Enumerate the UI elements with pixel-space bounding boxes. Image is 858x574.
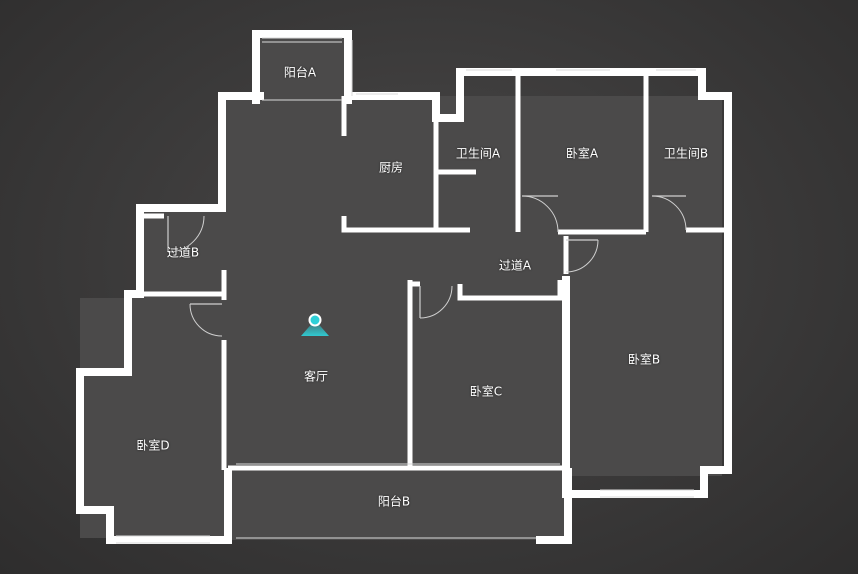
room-label-bathroom-a: 卫生间A (455, 146, 501, 161)
room-label-balcony-b: 阳台B (377, 494, 411, 509)
room-label-bedroom-d: 卧室D (136, 438, 170, 453)
room-label-hallway-b: 过道B (166, 245, 200, 260)
windows (116, 37, 696, 544)
room-label-hallway-a: 过道A (498, 258, 532, 273)
room-label-living-room: 客厅 (303, 369, 329, 384)
interior-walls (144, 72, 728, 498)
outer-walls (76, 30, 732, 544)
room-label-balcony-a: 阳台A (283, 65, 317, 80)
floor-fill (80, 34, 722, 540)
room-label-bedroom-b: 卧室B (627, 352, 661, 367)
room-label-bedroom-c: 卧室C (469, 384, 503, 399)
room-label-kitchen: 厨房 (378, 160, 404, 175)
room-label-bedroom-a: 卧室A (565, 146, 599, 161)
camera-position-icon[interactable] (300, 312, 330, 342)
doors (167, 195, 687, 337)
room-label-bathroom-b: 卫生间B (663, 146, 709, 161)
